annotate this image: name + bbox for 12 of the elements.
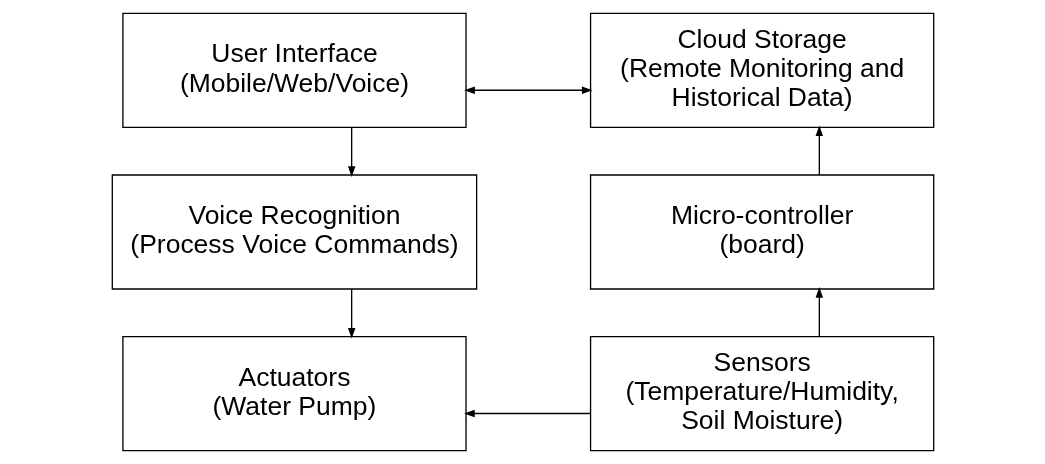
arrow	[815, 125, 823, 176]
arrow	[347, 126, 355, 177]
node-box: Voice Recognition (Process Voice Commands)	[111, 174, 477, 290]
arrow	[815, 287, 823, 338]
node-box: Cloud Storage (Remote Monitoring and Historical Data)	[589, 12, 934, 128]
arrow	[347, 288, 355, 339]
node-box: User Interface (Mobile/Web/Voice)	[121, 12, 467, 128]
arrow	[463, 409, 591, 418]
arrow	[463, 86, 592, 94]
node-box: Micro-controller (board)	[589, 174, 934, 290]
node-box: Actuators (Water Pump)	[121, 336, 467, 452]
node-box: Sensors (Temperature/Humidity, Soil Moisture)	[589, 336, 934, 452]
